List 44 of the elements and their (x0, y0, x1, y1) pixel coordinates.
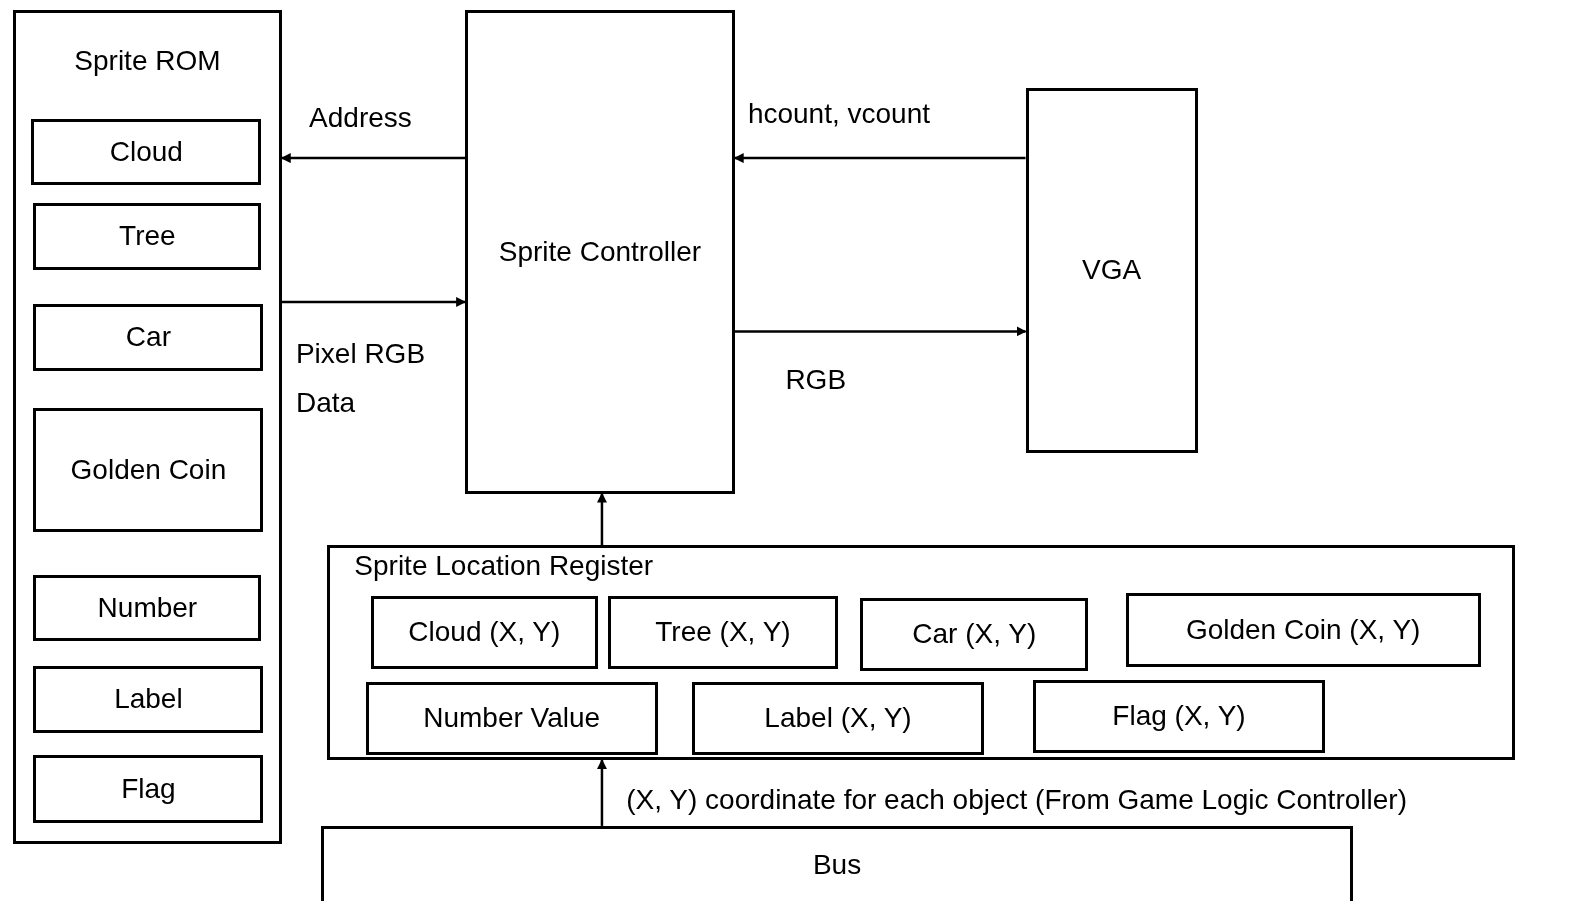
block-box (31, 118, 262, 186)
block-label: Label (X, Y) (764, 701, 912, 736)
block-label: Car (X, Y) (912, 617, 1037, 652)
block-label: Tree (119, 218, 176, 253)
block-box (33, 303, 264, 371)
block-box (33, 754, 264, 823)
block-label: Flag (121, 771, 176, 806)
block-label: Sprite Controller (498, 234, 702, 269)
group-box (13, 10, 282, 845)
block-label: VGA (1082, 253, 1142, 288)
block-label: Tree (X, Y) (655, 615, 791, 650)
group-box (327, 545, 1515, 761)
block-label: Cloud (X, Y) (408, 615, 561, 650)
block-box (321, 825, 1353, 901)
block-label: Number Value (423, 701, 601, 736)
arrow (734, 326, 1027, 337)
block-box (1125, 592, 1481, 667)
block-label: Label (114, 682, 183, 717)
block-box (607, 595, 838, 669)
block-label: Golden Coin (X, Y) (1185, 612, 1421, 647)
block-box (465, 10, 735, 494)
block-box (1032, 679, 1326, 753)
block-box (33, 202, 262, 270)
block-label: Cloud (109, 134, 183, 169)
group-heading: Sprite ROM (73, 44, 222, 79)
block-box (33, 574, 262, 642)
group-heading: Sprite Location Register (354, 549, 654, 584)
block-box (860, 597, 1089, 671)
arrow (733, 153, 1026, 164)
arrow (280, 153, 466, 164)
block-box (692, 681, 984, 755)
block-box (33, 408, 264, 532)
block-label: Golden Coin (70, 453, 227, 488)
block-box (365, 681, 658, 755)
block-label: Bus (812, 847, 862, 882)
block-label: Flag (X, Y) (1112, 699, 1246, 734)
block-box (370, 595, 598, 669)
arrow (596, 759, 607, 826)
block-label: Number (97, 590, 198, 625)
block-label: Car (125, 320, 171, 355)
arrow (281, 297, 467, 307)
block-box (33, 665, 264, 733)
block-box (1025, 88, 1198, 453)
arrow (596, 492, 607, 546)
